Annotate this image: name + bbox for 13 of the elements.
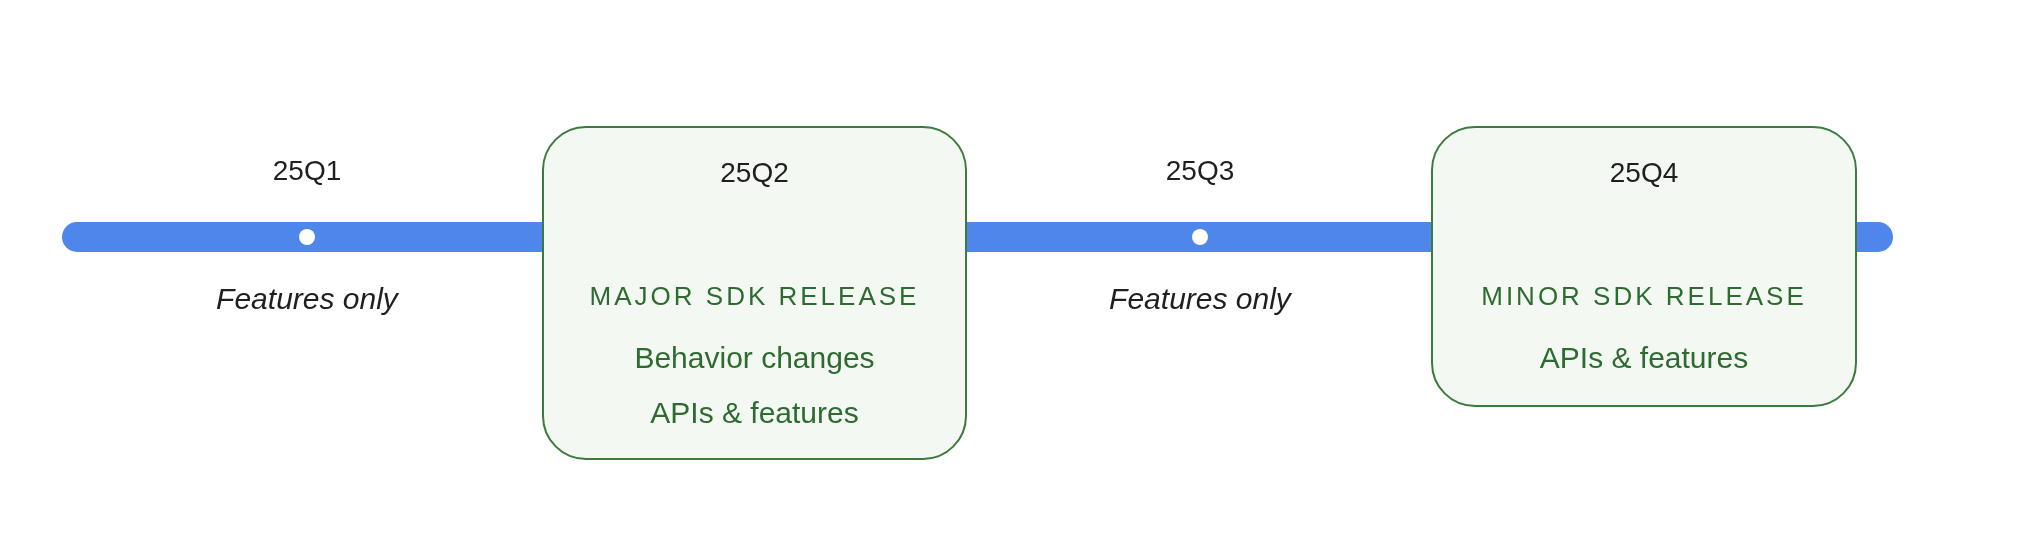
quarter-label: 25Q2 xyxy=(719,157,790,189)
release-card xyxy=(542,126,967,460)
release-content: APIs & features xyxy=(1538,341,1750,375)
release-content: Behavior changes xyxy=(633,341,876,375)
release-note: Features only xyxy=(1108,282,1293,316)
release-type: MAJOR SDK RELEASE xyxy=(588,281,921,312)
quarter-label: 25Q4 xyxy=(1608,157,1680,189)
release-card xyxy=(1431,126,1857,407)
quarter-label: 25Q3 xyxy=(1164,155,1236,187)
quarter-label: 25Q1 xyxy=(271,155,343,187)
release-note: Features only xyxy=(215,282,400,316)
release-type: MINOR SDK RELEASE xyxy=(1480,281,1808,312)
release-content: APIs & features xyxy=(649,396,860,430)
